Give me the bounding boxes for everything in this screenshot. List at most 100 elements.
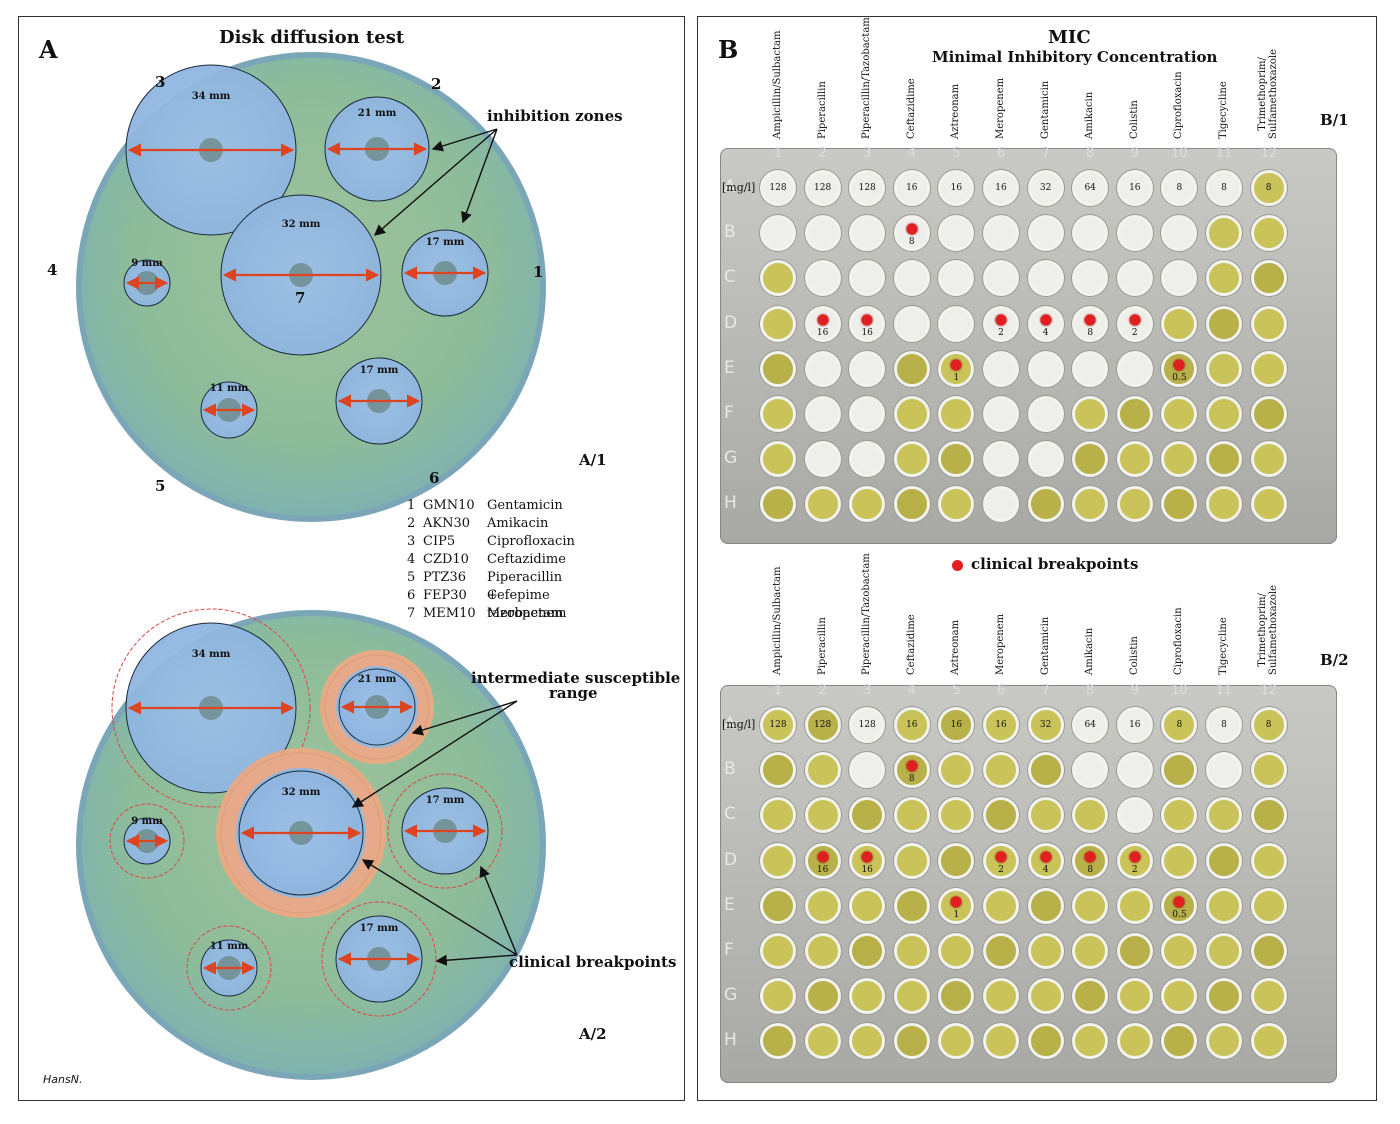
position-1: 1 [533, 263, 544, 281]
well-C9 [1116, 797, 1153, 834]
well-A2 [804, 707, 841, 743]
well-G4 [893, 978, 930, 1015]
column-header: Piperacillin/Tazobactam [861, 17, 873, 139]
breakpoint-dot [1173, 359, 1185, 371]
well-E4 [893, 350, 930, 387]
well-G10 [1161, 441, 1198, 478]
well-B5 [938, 752, 975, 789]
red-dot-icon [952, 559, 963, 571]
well-H11 [1206, 486, 1242, 523]
column-header: Piperacillin/Tazobactam [861, 553, 873, 675]
well-D10 [1161, 842, 1198, 879]
column-header: Aztreonam [950, 83, 962, 139]
well-G5 [938, 978, 975, 1015]
well-C6 [983, 797, 1019, 834]
well-C8 [1072, 797, 1109, 834]
well-F5 [938, 933, 975, 969]
legend-num: 4 [407, 552, 416, 567]
well-D1 [760, 842, 796, 879]
arrows-intermediate [351, 700, 518, 808]
well-B10 [1161, 752, 1198, 789]
well-G12 [1250, 978, 1287, 1015]
well-A2 [804, 170, 841, 206]
plate-row-letter: B [724, 222, 736, 243]
well-a-value: 8 [1265, 183, 1272, 193]
well-B2 [804, 215, 841, 252]
well-H12 [1250, 486, 1287, 523]
well-B6 [983, 215, 1019, 252]
position-3: 3 [155, 73, 166, 91]
zone-label-6: 11 mm [209, 382, 249, 394]
well-a-value: 16 [1129, 720, 1141, 730]
breakpoint-dot [1129, 851, 1141, 863]
well-F9 [1116, 933, 1153, 969]
plate-column-number: 7 [1041, 683, 1050, 698]
well-A9 [1116, 170, 1153, 206]
well-H3 [849, 486, 886, 523]
well-E8 [1072, 887, 1109, 924]
breakpoint-value: 16 [861, 864, 873, 875]
position-6: 6 [429, 469, 440, 487]
well-D1 [760, 305, 796, 342]
plate-column-number: 12 [1260, 146, 1277, 161]
well-B10 [1161, 215, 1198, 252]
plate-row-letter: F [724, 940, 734, 960]
legend-name: Cefepime [487, 588, 550, 603]
zone-label-5: 9 mm [131, 816, 163, 828]
well-C1 [760, 797, 796, 834]
column-header: Tigecycline [1218, 81, 1229, 139]
breakpoint-value: 0.5 [1172, 909, 1187, 920]
well-G6 [983, 441, 1019, 478]
plate-row-letter: B [724, 759, 736, 780]
breakpoint-dot [950, 359, 962, 371]
well-H2 [804, 486, 841, 523]
well-C1 [760, 260, 796, 297]
well-H11 [1206, 1023, 1242, 1060]
legend-num: 3 [407, 534, 416, 549]
plate-row-letter: G [724, 448, 738, 469]
well-B12 [1250, 215, 1287, 252]
column-header: Ciprofloxacin [1173, 71, 1185, 139]
legend-name: Ceftazidime [487, 552, 566, 567]
plate-row-letter: E [724, 357, 735, 378]
well-F6 [983, 933, 1019, 969]
well-B9 [1116, 752, 1153, 789]
inhibition-zone-4 [387, 773, 503, 889]
column-header: Colistin [1128, 636, 1140, 675]
zone-label-4: 17 mm [425, 237, 465, 249]
well-G3 [849, 978, 886, 1015]
well-H1 [760, 1023, 796, 1060]
legend-name: Meropenem [487, 606, 567, 621]
well-F11 [1206, 933, 1242, 969]
well-E7 [1027, 350, 1064, 387]
annotation-inhibition-zones: inhibition zones [487, 107, 623, 125]
plate-row-letter: C [724, 804, 736, 825]
inhibition-zone-1 [125, 64, 297, 236]
legend-num: 6 [407, 588, 416, 603]
plate-row-letter: H [724, 493, 737, 514]
well-H12 [1250, 1023, 1287, 1060]
column-header: Meropenem [995, 613, 1006, 675]
well-F4 [893, 396, 930, 432]
well-H5 [938, 1023, 975, 1060]
well-F10 [1161, 933, 1198, 969]
well-a-value: 128 [858, 720, 876, 730]
arrows-inhibition [373, 128, 498, 236]
well-E9 [1116, 887, 1153, 924]
position-7: 7 [295, 289, 306, 307]
legend-code: AKN30 [423, 516, 471, 531]
well-H3 [849, 1023, 886, 1060]
well-a-value: 128 [769, 720, 787, 730]
well-A12 [1250, 707, 1287, 743]
well-G8 [1072, 978, 1109, 1015]
well-C6 [983, 260, 1019, 297]
plate-column-number: 1 [773, 146, 783, 161]
well-G7 [1027, 978, 1064, 1015]
well-E3 [849, 350, 886, 387]
zone-label-2: 21 mm [357, 674, 397, 686]
well-G10 [1161, 978, 1198, 1015]
plate-row-letter: G [724, 985, 738, 1006]
well-E7 [1027, 887, 1064, 924]
plate-row-letter: A [724, 714, 736, 734]
breakpoint-dot [906, 223, 918, 235]
